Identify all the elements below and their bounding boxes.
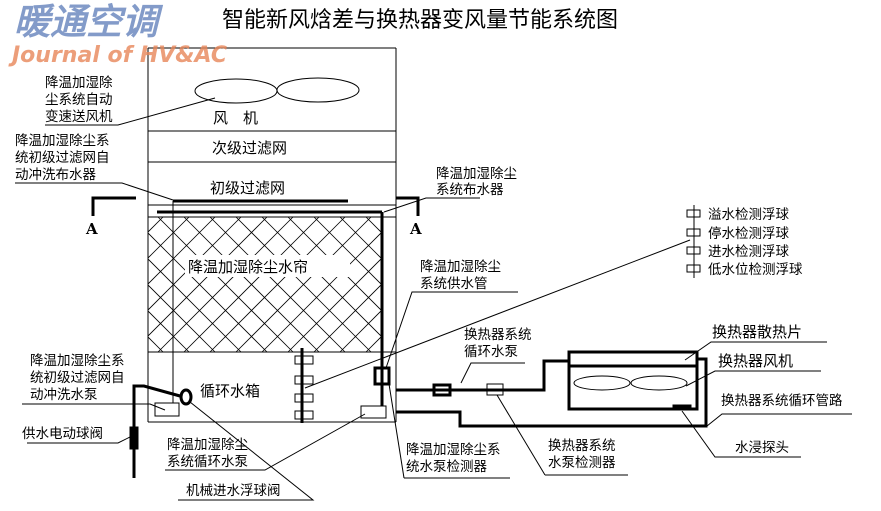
filter-pump-icon [154, 402, 180, 417]
section-mark-right: A [409, 220, 422, 238]
hatch-line [183, 217, 320, 352]
inlet-float-label: 进水检测浮球 [708, 244, 789, 260]
pump-detector-label-2: 统水泵检测器 [406, 459, 487, 475]
hatch-line [522, 217, 657, 352]
supply-pipe-label-2: 系统供水管 [420, 276, 488, 292]
hx-pump-label-1: 换热器系统 [464, 327, 532, 343]
float-legend: 溢水检测浮球 停水检测浮球 进水检测浮球 低水位检测浮球 [686, 205, 803, 278]
supply-valve-label: 供水电动球阀 [22, 426, 103, 442]
hx-pump-label-2: 循环水泵 [464, 344, 518, 360]
secondary-filter-label: 次级过滤网 [212, 139, 287, 157]
circ-pump-label-2: 系统循环水泵 [167, 454, 248, 470]
hatch-line [148, 284, 216, 352]
system-sprayer-label-2: 系统布水器 [436, 182, 504, 198]
fan-icon [194, 77, 360, 104]
hatch-line [148, 310, 190, 352]
hx-pipe-label: 换热器系统循环管路 [721, 393, 843, 409]
supply-fan-label-1: 降温加湿除 [45, 75, 113, 91]
supply-pipe-label-1: 降温加湿除尘 [420, 259, 501, 275]
fan-label: 风 机 [213, 109, 258, 127]
hatch-line [339, 217, 381, 259]
float-ball-icon [179, 388, 193, 406]
hatch-line [313, 217, 381, 285]
watermark-en: Journal of HV&AC [8, 43, 227, 68]
hatch-line [339, 310, 381, 352]
hatch-line [235, 217, 372, 352]
filter-sprayer-label-3: 动冲洗布水器 [15, 167, 96, 183]
filter-pump-label-1: 降温加湿除尘系 [30, 353, 125, 369]
section-mark-left: A [85, 220, 98, 238]
filter-sprayer-label-2: 统初级过滤网自 [15, 149, 110, 166]
diagram-title: 智能新风焓差与换热器变风量节能系统图 [222, 8, 618, 33]
hatch-line [548, 217, 683, 352]
low-level-float-label: 低水位检测浮球 [708, 262, 803, 278]
hx-pump-detector-icon [486, 383, 504, 396]
journal-watermark-logo: 暖通空调 Journal of HV&AC [8, 2, 227, 68]
watermark-cn: 暖通空调 [14, 2, 164, 43]
filter-pump-label-3: 动冲洗水泵 [30, 387, 98, 403]
supply-fan-label-2: 尘系统自动 [45, 92, 113, 108]
filter-sprayer-label-1: 降温加湿除尘系 [15, 133, 110, 149]
hatch-line [548, 217, 683, 352]
supply-fan-label-3: 变速送风机 [45, 109, 113, 125]
hatch-line [209, 217, 346, 352]
hx-fins-label: 换热器散热片 [712, 323, 802, 341]
hatch-line [313, 284, 381, 352]
circ-pump-icon [360, 405, 387, 419]
leak-probe-icon [672, 404, 692, 411]
air-handling-unit: 风 机 次级过滤网 初级过滤网 降温加湿除尘水帘 循环水箱 [129, 47, 683, 478]
hx-pump-icon [432, 383, 452, 397]
circ-pump-label-1: 降温加湿除尘 [167, 437, 248, 453]
pump-detector-label-1: 降温加湿除尘系 [406, 442, 501, 458]
hatch-line [148, 217, 190, 259]
water-tank-label: 循环水箱 [200, 382, 260, 400]
pump-detector-icon [373, 366, 391, 386]
heat-exchanger [396, 350, 708, 428]
float-valve-label: 机械进水浮球阀 [186, 483, 281, 499]
overflow-float-label: 溢水检测浮球 [708, 207, 789, 223]
hx-fan-label: 换热器风机 [718, 352, 793, 370]
hatch-line [148, 217, 268, 337]
float-switch-stack-icon [294, 348, 314, 423]
water-curtain-label: 降温加湿除尘水帘 [188, 258, 308, 276]
hatch-line [261, 232, 381, 352]
filter-pump-label-2: 统初级过滤网自 [30, 369, 125, 386]
hatch-line [148, 217, 216, 285]
hatch-line [522, 217, 657, 352]
hatch-line [157, 217, 294, 352]
hx-pump-detector-label-1: 换热器系统 [548, 438, 616, 454]
stop-float-label: 停水检测浮球 [708, 225, 789, 242]
water-curtain-hatch [148, 217, 683, 352]
leader-lines [15, 97, 852, 501]
hatch-line [287, 258, 381, 352]
primary-filter-label: 初级过滤网 [210, 179, 285, 197]
hx-pump-detector-label-2: 水泵检测器 [548, 455, 616, 471]
supply-valve-icon [129, 426, 139, 450]
leak-probe-label: 水浸探头 [735, 440, 789, 456]
system-sprayer-label-1: 降温加湿除尘 [436, 166, 517, 182]
